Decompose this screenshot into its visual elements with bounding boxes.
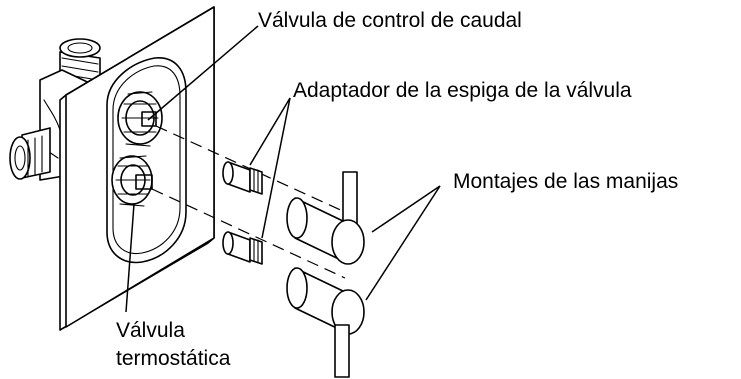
label-flow-control-valve: Válvula de control de caudal xyxy=(258,9,522,32)
flow-control-valve xyxy=(117,91,163,147)
leader-lines xyxy=(125,25,441,313)
handle-assembly-upper xyxy=(286,171,365,265)
label-thermostatic-valve-line2: termostática xyxy=(116,347,231,370)
valve-stem-adapter-upper xyxy=(222,161,263,195)
thermostatic-valve xyxy=(111,155,153,207)
left-pipe-fitting xyxy=(9,127,51,180)
label-valve-stem-adapter: Adaptador de la espiga de la válvula xyxy=(293,79,632,102)
valve-stem-adapter-lower xyxy=(222,231,263,265)
handle-assembly-lower xyxy=(286,267,365,378)
label-thermostatic-valve-line1: Válvula xyxy=(116,319,185,342)
label-handle-assemblies: Montajes de las manijas xyxy=(453,170,678,193)
